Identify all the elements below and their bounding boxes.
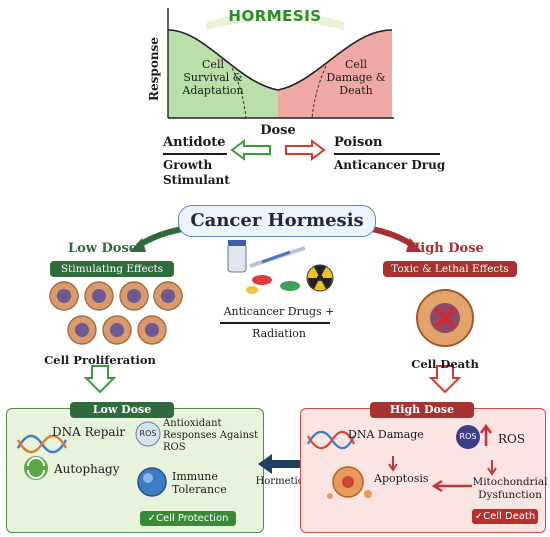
anticancer-drug-label: Anticancer Drug (334, 158, 446, 172)
y-axis-label: Response (147, 37, 161, 101)
cell-death-badge: ✓Cell Death (472, 509, 538, 524)
stimulating-effects-badge: Stimulating Effects (50, 261, 174, 277)
radiation-icon (306, 264, 334, 292)
cell-proliferation-label: Cell Proliferation (44, 353, 156, 367)
ros-label: ROS (498, 432, 526, 446)
antioxidant-label: Antioxidant Responses Against ROS (163, 418, 259, 453)
high-dose-label: High Dose (408, 241, 484, 256)
ros-icon-text-low: ROS (139, 429, 157, 438)
autophagy-label: Autophagy (54, 462, 120, 476)
high-panel-icons (307, 423, 497, 499)
hormesis-curve (167, 29, 393, 91)
hormetic-arrow-icon (258, 454, 330, 474)
low-panel-icons (16, 421, 167, 497)
hormesis-chart (167, 8, 394, 161)
radiation-label: Radiation (252, 327, 306, 340)
dna-icon (16, 434, 68, 454)
ros-icon-text-high: ROS (459, 432, 477, 441)
damaged-dna-icon (307, 430, 356, 450)
left-arrow-icon (230, 139, 271, 161)
right-region (278, 30, 392, 118)
hormesis-title: HORMESIS (228, 7, 322, 25)
right-arrow-icon (285, 139, 326, 161)
dna-repair-label: DNA Repair (52, 425, 126, 439)
immune-tolerance-label: Immune Tolerance (172, 470, 227, 496)
dna-damage-label: DNA Damage (348, 428, 424, 441)
high-dose-panel-title: High Dose (370, 402, 474, 418)
ros-molecule-icon (456, 425, 480, 449)
immune-cell-icon (137, 467, 167, 497)
high-dose-arrow-icon (406, 238, 422, 252)
apoptosis-label: Apoptosis (374, 472, 429, 485)
cell-death-label: Cell Death (411, 357, 479, 371)
drugs-label: Anticancer Drugs + (223, 305, 335, 318)
right-region-text: Cell Damage & Death (326, 58, 386, 97)
ros-up-arrow-icon (479, 423, 493, 446)
hormetic-effect-label: Hormetic Effect (255, 476, 337, 487)
left-region (168, 30, 278, 118)
toxic-effects-badge: Toxic & Lethal Effects (383, 261, 517, 277)
drugs-icon (227, 240, 306, 294)
low-dose-panel-title: Low Dose (70, 402, 174, 418)
low-dose-label: Low Dose (68, 241, 138, 256)
dead-cell-icon (416, 289, 474, 347)
low-dose-arrow-icon (130, 238, 146, 252)
antidote-label: Antidote (163, 135, 226, 150)
mito-dysfunction-label: Mitochondrial Dysfunction (472, 476, 548, 501)
autophagy-icon (24, 456, 48, 480)
x-axis-label: Dose (260, 123, 296, 138)
cell-protection-badge: ✓Cell Protection (140, 511, 236, 526)
cancer-hormesis-title: Cancer Hormesis (178, 205, 376, 237)
growth-stimulant-label: Growth Stimulant (163, 158, 230, 187)
title-banner (206, 12, 344, 30)
cancer-hormesis-graphics (49, 223, 474, 394)
ros-shield-icon (135, 421, 161, 447)
poison-label: Poison (334, 135, 383, 150)
left-region-text: Cell Survival & Adaptation (182, 58, 244, 97)
apoptosis-cell-icon (327, 466, 372, 499)
